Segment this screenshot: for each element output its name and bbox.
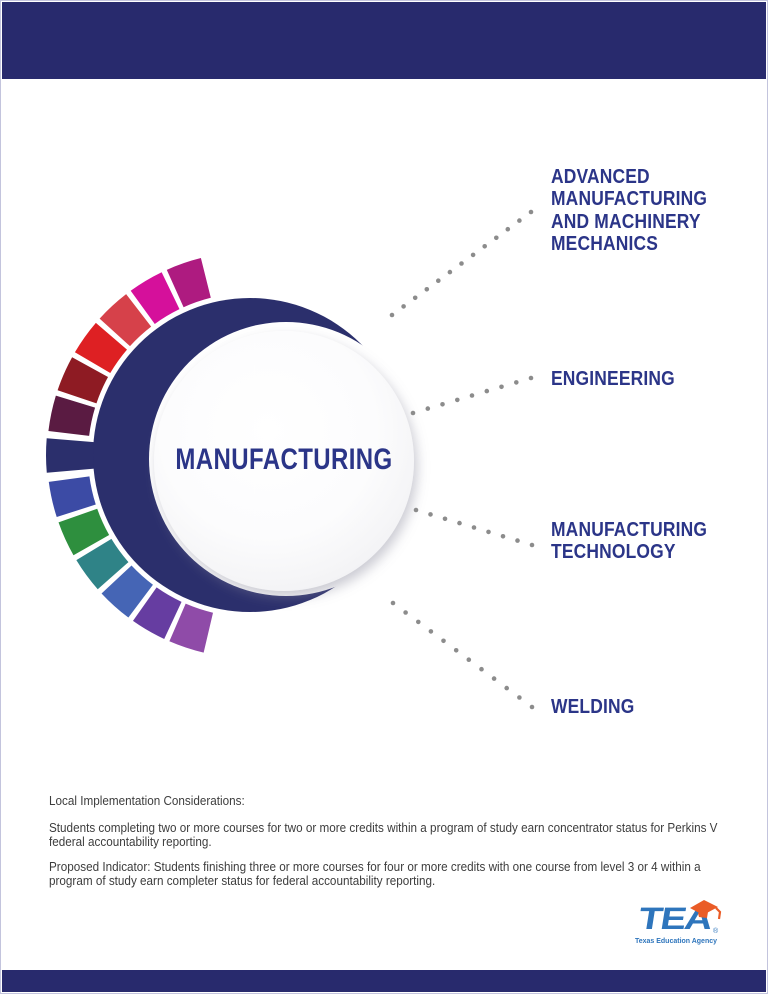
tea-logo-registered: ® (713, 927, 719, 935)
connector-dot-line4 (466, 657, 472, 662)
program-label-line: MANUFACTURING (551, 518, 708, 541)
program-label-line: ENGINEERING (551, 367, 675, 390)
program-label-line: MECHANICS (551, 232, 659, 256)
connector-dot-line1 (482, 244, 488, 249)
program-label-line: TECHNOLOGY (551, 540, 676, 564)
connector-dot-line3 (500, 534, 506, 539)
arc-segment-10 (101, 565, 153, 618)
arc-segment-12 (169, 603, 214, 653)
connector-dot-line4 (491, 676, 497, 681)
tea-logo-tagline: Texas Education Agency (635, 936, 718, 945)
connector-dot-line3 (457, 520, 462, 526)
program-label-line: MANUFACTURING (551, 187, 708, 211)
connector-dot-line4 (428, 629, 434, 634)
program-label-engineering: ENGINEERING (551, 367, 675, 390)
connector-dot-line3 (515, 538, 520, 543)
arc-segment-11 (132, 587, 182, 639)
connector-dot-line1 (528, 209, 534, 215)
tea-logo: TEA ® Texas Education Agency (634, 899, 726, 949)
arc-segment-8 (58, 508, 110, 556)
connector-dot-line2 (499, 384, 504, 390)
connector-dot-line1 (494, 235, 499, 241)
arc-segment-3 (99, 294, 152, 347)
connector-dot-line2 (469, 393, 475, 398)
connector-dot-line4 (504, 685, 510, 691)
notes-paragraph-concentrator: Students completing two or more courses … (49, 820, 718, 849)
arc-segment-4 (74, 322, 127, 374)
connector-dot-line2 (440, 402, 445, 407)
connector-dot-line4 (453, 648, 459, 653)
connector-dot-line1 (517, 218, 522, 223)
notes-paragraph-completer: Proposed Indicator: Students finishing t… (49, 859, 701, 888)
connector-dot-line1 (401, 304, 406, 309)
connector-dot-line1 (424, 287, 430, 292)
connector-dot-line1 (389, 312, 395, 318)
connector-dot-line3 (428, 512, 433, 517)
connector-dot-line4 (529, 704, 535, 710)
connector-dot-line1 (505, 226, 511, 232)
connector-dotted-lines (389, 209, 535, 710)
connector-dot-line1 (470, 252, 476, 258)
connector-dot-line4 (441, 638, 446, 644)
connector-dot-line4 (403, 610, 408, 615)
connector-dot-line2 (455, 397, 460, 403)
connector-dot-line4 (479, 666, 484, 672)
connector-dot-line2 (528, 375, 534, 381)
cluster-name-label: MANUFACTURING (175, 443, 393, 476)
cluster-arc-tab (46, 438, 105, 473)
program-label-line: AND MACHINERY (551, 209, 701, 233)
arc-segment-1 (166, 258, 211, 308)
arc-segment-2 (130, 272, 180, 324)
arc-segment-6 (48, 395, 96, 436)
connector-dot-line3 (442, 516, 448, 522)
notes-title: Local Implementation Considerations: (49, 793, 245, 808)
program-label-line: WELDING (551, 695, 635, 718)
connector-dot-line4 (416, 619, 421, 625)
connector-dot-line2 (514, 380, 519, 385)
connector-dot-line1 (412, 295, 418, 301)
connector-dot-line4 (390, 600, 396, 606)
program-label-line: ADVANCED (551, 165, 650, 188)
arc-segment-9 (76, 538, 129, 590)
connector-dot-line3 (471, 525, 477, 530)
connector-dot-line4 (517, 695, 522, 700)
top-bar (2, 2, 766, 79)
connector-dot-line2 (484, 388, 490, 394)
graduation-cap-icon (690, 900, 722, 920)
program-label-welding: WELDING (551, 695, 635, 718)
connector-dot-line2 (410, 410, 416, 416)
connector-dot-line3 (413, 507, 419, 513)
connector-dot-line2 (425, 406, 431, 411)
arc-segment-5 (57, 357, 109, 404)
connector-dot-line1 (436, 278, 441, 284)
connector-dot-line1 (459, 261, 464, 266)
arc-segment-7 (48, 476, 96, 518)
bottom-bar (2, 970, 766, 992)
connector-dot-line1 (447, 269, 453, 275)
connector-dot-line3 (529, 542, 535, 548)
connector-dot-line3 (486, 529, 491, 535)
